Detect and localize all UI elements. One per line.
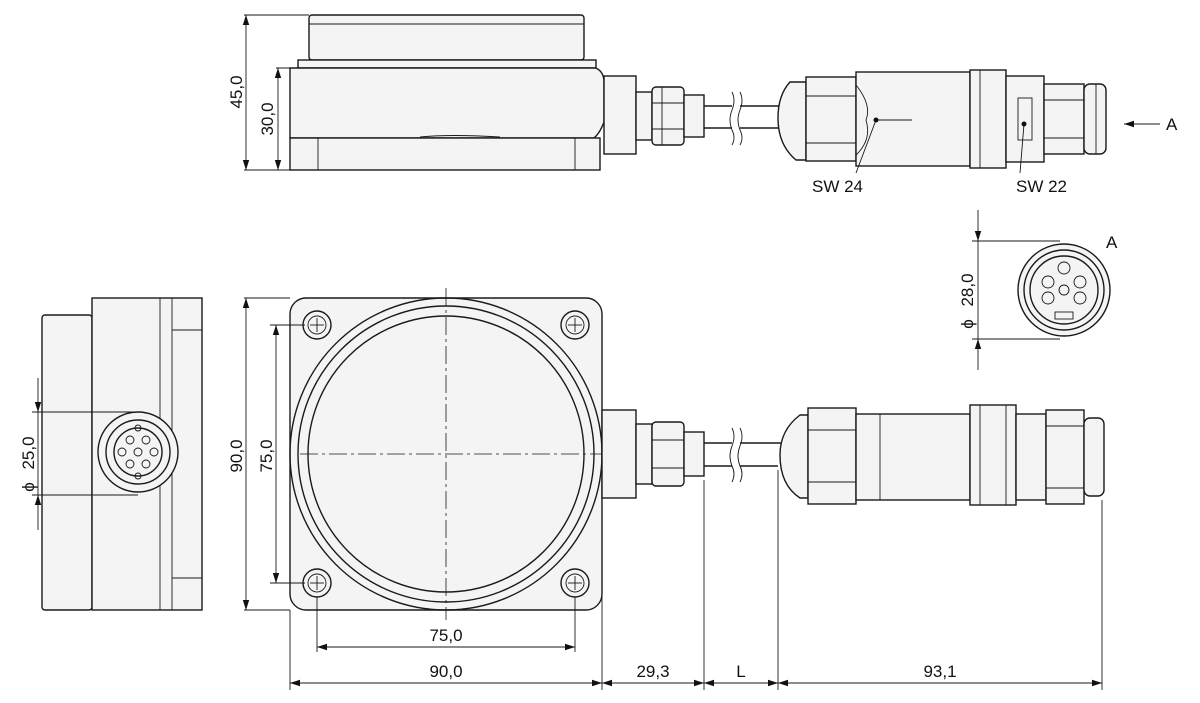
mounting-hole	[560, 310, 590, 340]
end-view	[41, 297, 203, 611]
housing-base	[289, 137, 601, 171]
dim-75-vertical-label: 75,0	[257, 439, 276, 472]
connector-tip	[1083, 83, 1107, 155]
connector-face-view	[1017, 243, 1111, 337]
cable-gland	[651, 86, 685, 146]
housing-lid	[308, 14, 585, 61]
connector-body	[855, 71, 971, 167]
plan-tip	[1083, 417, 1105, 497]
sw22-label: SW 22	[1016, 177, 1067, 196]
housing-flange	[297, 59, 597, 69]
nut-sw22	[1005, 75, 1045, 163]
dim-28-label: 28,0	[958, 273, 977, 306]
plan-nut-2	[1015, 413, 1047, 501]
plan-outlet	[601, 409, 637, 499]
housing-body	[289, 67, 605, 139]
view-a-title: A	[1106, 233, 1118, 252]
connector-face-outer	[1017, 243, 1111, 337]
plan-gland	[651, 421, 685, 487]
end-view-lid	[41, 314, 93, 611]
dim-90-vertical-label: 90,0	[227, 439, 246, 472]
plan-view	[289, 288, 1105, 620]
dim-29-label: 29,3	[636, 662, 669, 681]
sw24-label: SW 24	[812, 177, 863, 196]
connector-collar	[969, 69, 1007, 169]
plan-thread	[1045, 409, 1085, 505]
connector-boot	[777, 81, 807, 161]
dim-45-label: 45,0	[227, 75, 246, 108]
end-view-socket	[97, 411, 179, 493]
diameter-symbol: ϕ	[19, 482, 38, 492]
dim-25-label: 25,0	[19, 436, 38, 469]
side-elevation-view	[289, 14, 1107, 171]
plan-gland-tip	[683, 431, 705, 477]
dim-L-label: L	[736, 662, 745, 681]
plan-gland-seat	[635, 423, 653, 485]
view-a-arrow-label: A	[1166, 115, 1178, 134]
dim-90-horizontal-label: 90,0	[429, 662, 462, 681]
plan-nut	[807, 407, 857, 505]
gland-tip	[683, 94, 705, 138]
dim-75-horizontal-label: 75,0	[429, 626, 462, 645]
dim-93-label: 93,1	[923, 662, 956, 681]
plan-collar	[969, 404, 1017, 506]
plan-connector-body	[855, 413, 971, 501]
plan-connector-boot	[779, 414, 809, 499]
cable-outlet	[603, 75, 637, 155]
connector-thread	[1043, 83, 1085, 155]
dim-30-label: 30,0	[258, 102, 277, 135]
nut-sw24	[805, 76, 857, 162]
gland-seat	[635, 91, 653, 141]
diameter-symbol: ϕ	[958, 319, 977, 329]
